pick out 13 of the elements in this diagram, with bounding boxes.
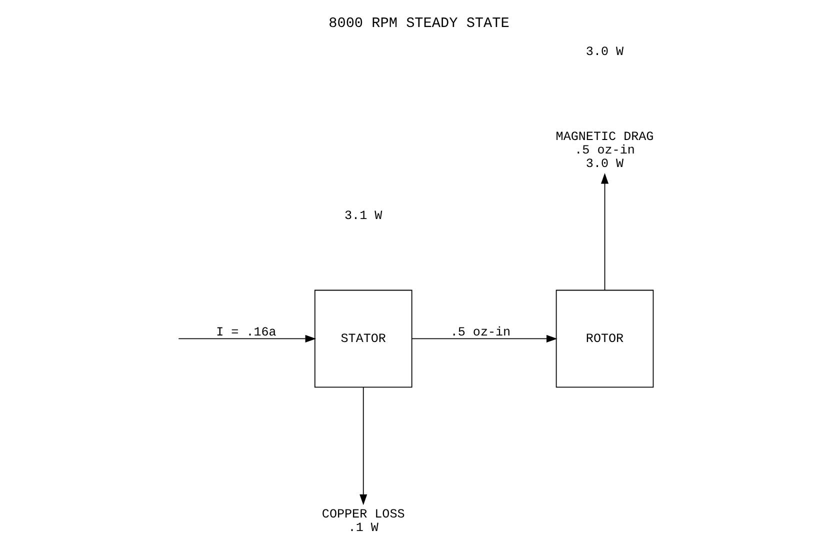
node-box: STATOR (314, 290, 412, 388)
label: 3.1 W (344, 209, 382, 224)
arrow (600, 172, 608, 291)
label: 3.0 W (585, 44, 624, 59)
arrow (178, 334, 316, 342)
arrow (410, 334, 557, 342)
node-text: MAGNETIC DRAG .5 oz-in 3.0 W (555, 130, 654, 172)
edge-label: .5 oz-in (450, 325, 510, 340)
edge-label: I = .16a (216, 325, 276, 340)
arrow (359, 386, 367, 506)
diagram-title: 8000 RPM STEADY STATE (328, 16, 509, 32)
node-text: COPPER LOSS .1 W (321, 507, 404, 535)
node-box: ROTOR (555, 290, 654, 388)
